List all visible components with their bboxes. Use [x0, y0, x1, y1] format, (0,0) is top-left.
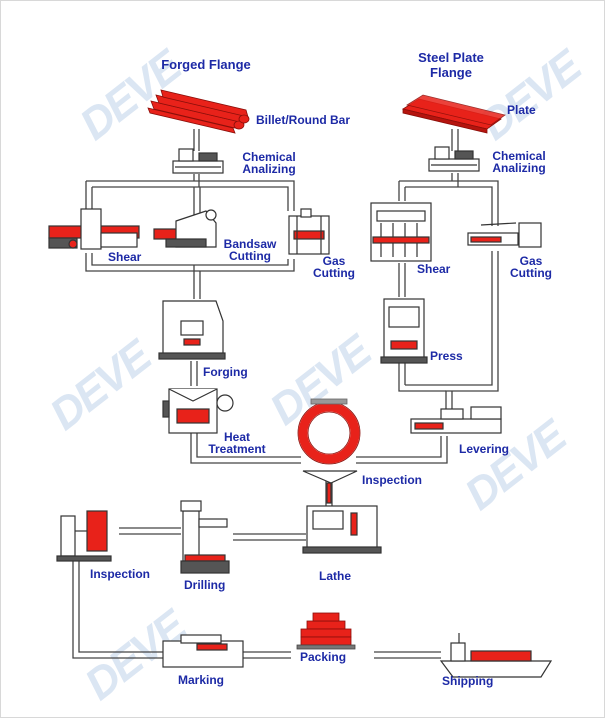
- inspection-label-left: Inspection: [90, 567, 151, 581]
- bandsaw-machine-icon: [153, 209, 217, 248]
- flow-line: [119, 527, 181, 535]
- flow-line: [72, 561, 166, 659]
- heat-treatment-furnace-icon: [162, 388, 234, 434]
- flow-line: [193, 265, 201, 299]
- inspection-gauge-icon: [56, 510, 112, 562]
- flow-line: [86, 180, 295, 211]
- shear-label-2: Shear: [417, 262, 451, 276]
- chemical-analyzing-label-1b: Analizing: [242, 162, 296, 176]
- shear-machine-icon: [48, 208, 140, 250]
- drilling-label: Drilling: [184, 578, 226, 592]
- heat-treatment-label-a: Heat: [223, 430, 251, 444]
- lathe-label: Lathe: [319, 569, 352, 583]
- gas-cutting-label-1a: Gas: [322, 254, 346, 268]
- steel-plate-flange-title-line1: Steel Plate: [418, 50, 484, 65]
- packing-stack-icon: [296, 612, 356, 650]
- flow-line: [85, 181, 93, 211]
- gas-cutting-machine-icon: [288, 208, 330, 255]
- flow-line: [193, 187, 201, 216]
- shipping-label: Shipping: [442, 674, 494, 688]
- forged-flange-title: Forged Flange: [161, 57, 251, 72]
- bandsaw-cutting-label-b: Cutting: [229, 249, 271, 263]
- chemical-analyzer-icon: [428, 146, 480, 172]
- flow-line: [193, 129, 200, 151]
- flow-line: [190, 433, 301, 464]
- flow-line: [374, 651, 441, 659]
- flow-line: [233, 533, 306, 541]
- chemical-analyzer-icon: [172, 148, 224, 174]
- flow-line: [405, 251, 499, 411]
- steel-plate-icon: [401, 94, 506, 134]
- lathe-machine-icon: [302, 505, 382, 554]
- forging-label: Forging: [203, 365, 248, 379]
- marking-label: Marking: [178, 673, 225, 687]
- flow-line: [399, 180, 499, 226]
- chemical-analyzing-label-2a: Chemical: [492, 149, 546, 163]
- packing-label: Packing: [300, 650, 347, 664]
- shear-label-1: Shear: [108, 250, 142, 264]
- flow-line: [451, 129, 459, 151]
- billet-label: Billet/Round Bar: [256, 113, 351, 127]
- shear-machine-icon: [370, 202, 432, 262]
- cargo-ship-icon: [439, 633, 553, 678]
- marking-machine-icon: [162, 634, 244, 668]
- gas-cutting-label-1b: Cutting: [313, 266, 355, 280]
- flange-ring-icon: [297, 398, 361, 465]
- levering-label: Levering: [459, 442, 510, 456]
- flow-line: [85, 253, 295, 272]
- chemical-analyzing-label-1a: Chemical: [242, 150, 296, 164]
- billet-bars-icon: [147, 89, 250, 134]
- machines: [48, 146, 553, 678]
- inspection-stand-icon: [302, 470, 358, 504]
- gas-cutting-machine-icon: [467, 222, 542, 248]
- gas-cutting-label-2a: Gas: [519, 254, 543, 268]
- plate-label: Plate: [507, 103, 536, 117]
- inspection-label-top: Inspection: [362, 473, 423, 487]
- bandsaw-cutting-label-a: Bandsaw: [223, 237, 277, 251]
- forging-hammer-icon: [158, 300, 226, 360]
- flow-line: [190, 361, 198, 386]
- materials: [147, 89, 506, 650]
- heat-treatment-label-b: Treatment: [208, 442, 266, 456]
- levering-machine-icon: [410, 406, 502, 434]
- flow-line: [451, 173, 459, 187]
- flow-line: [398, 181, 406, 201]
- press-label: Press: [430, 349, 463, 363]
- chemical-analyzing-label-2b: Analizing: [492, 161, 546, 175]
- drilling-machine-icon: [180, 500, 230, 574]
- flow-line: [356, 436, 448, 464]
- steel-plate-flange-title-line2: Flange: [430, 65, 472, 80]
- press-machine-icon: [380, 298, 428, 364]
- flow-line: [398, 363, 446, 392]
- flow-line: [241, 651, 291, 659]
- flow-line: [398, 263, 406, 297]
- flow-lines: [72, 129, 499, 659]
- flow-line: [325, 481, 333, 506]
- gas-cutting-label-2b: Cutting: [510, 266, 552, 280]
